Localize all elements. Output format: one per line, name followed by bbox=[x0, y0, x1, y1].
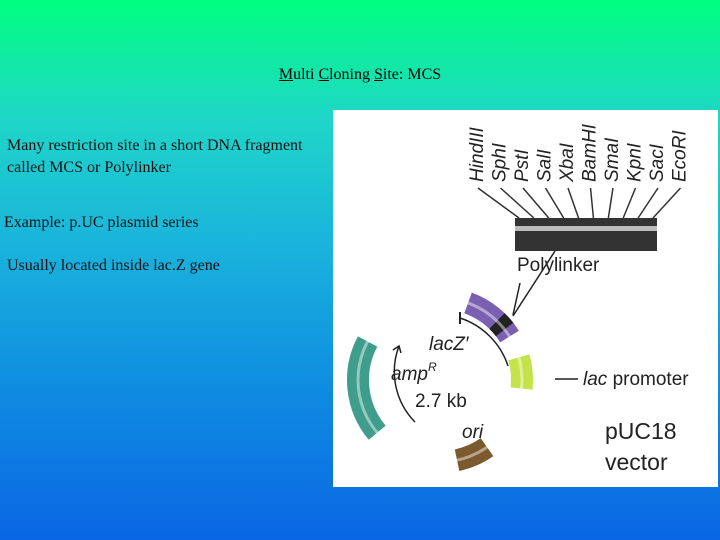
title-part: S bbox=[374, 66, 383, 83]
ring-lacz-segment bbox=[463, 292, 519, 343]
site-pointer-line bbox=[477, 187, 520, 219]
restriction-site-label: XbaI bbox=[557, 142, 578, 183]
ring-ampr-segment bbox=[347, 336, 386, 440]
bullet-mcs-definition: Many restriction site in a short DNA fra… bbox=[7, 137, 303, 176]
site-pointer-line bbox=[499, 187, 535, 219]
size-label: 2.7 kb bbox=[415, 391, 467, 412]
ori-label: ori bbox=[462, 422, 484, 443]
restriction-site-label: KpnI bbox=[625, 142, 646, 182]
restriction-site-label: SmaI bbox=[602, 137, 623, 182]
title-part: ite: MCS bbox=[382, 66, 442, 83]
slide-title: Multi Cloning Site: MCS bbox=[0, 66, 720, 84]
restriction-site-label: PstI bbox=[512, 149, 533, 182]
bullet-location: Usually located inside lac.Z gene bbox=[7, 257, 220, 274]
site-pointer-line bbox=[622, 187, 637, 219]
ring-ori-segment bbox=[454, 437, 494, 471]
site-pointer-lines bbox=[477, 187, 682, 219]
vector-word: vector bbox=[605, 449, 668, 475]
polylinker-label: Polylinker bbox=[517, 255, 600, 276]
site-pointer-line bbox=[567, 187, 580, 219]
ampr-arrow bbox=[393, 345, 416, 423]
connector-line bbox=[512, 250, 556, 317]
ampr-label: ampR bbox=[391, 360, 437, 385]
bullet-example: Example: p.UC plasmid series bbox=[4, 214, 199, 231]
site-pointer-line bbox=[652, 187, 682, 219]
ring-promoter-segment bbox=[508, 354, 533, 390]
restriction-site-label: SalI bbox=[535, 149, 556, 182]
restriction-site-label: BamHI bbox=[580, 123, 601, 182]
polylinker-bar bbox=[515, 218, 657, 251]
plasmid-ring bbox=[347, 292, 533, 471]
site-pointer-line bbox=[544, 187, 565, 219]
title-part: loning bbox=[329, 66, 374, 83]
title-part: ulti bbox=[293, 66, 319, 83]
connector-line bbox=[512, 282, 521, 316]
site-pointer-line bbox=[522, 187, 550, 219]
vector-name: pUC18 bbox=[605, 418, 677, 444]
ring-mcs-segment bbox=[489, 313, 514, 337]
lacz-label: lacZ′ bbox=[429, 334, 470, 355]
ampr-arrow-head bbox=[392, 344, 402, 354]
promoter-label: lac promoter bbox=[583, 369, 689, 390]
site-pointer-line bbox=[637, 187, 659, 219]
restriction-site-label: HindIII bbox=[467, 126, 488, 182]
title-part: M bbox=[278, 66, 294, 83]
ring-highlight bbox=[356, 296, 524, 464]
lacz-arrow bbox=[459, 317, 509, 367]
restriction-site-label: SphI bbox=[490, 142, 511, 182]
polylinker-bar-highlight bbox=[515, 226, 657, 231]
restriction-site-label: SacI bbox=[647, 143, 668, 182]
site-pointer-line bbox=[589, 187, 595, 219]
site-pointer-line bbox=[607, 187, 614, 219]
restriction-site-label: EcoRI bbox=[670, 130, 691, 182]
title-part: C bbox=[318, 66, 330, 83]
